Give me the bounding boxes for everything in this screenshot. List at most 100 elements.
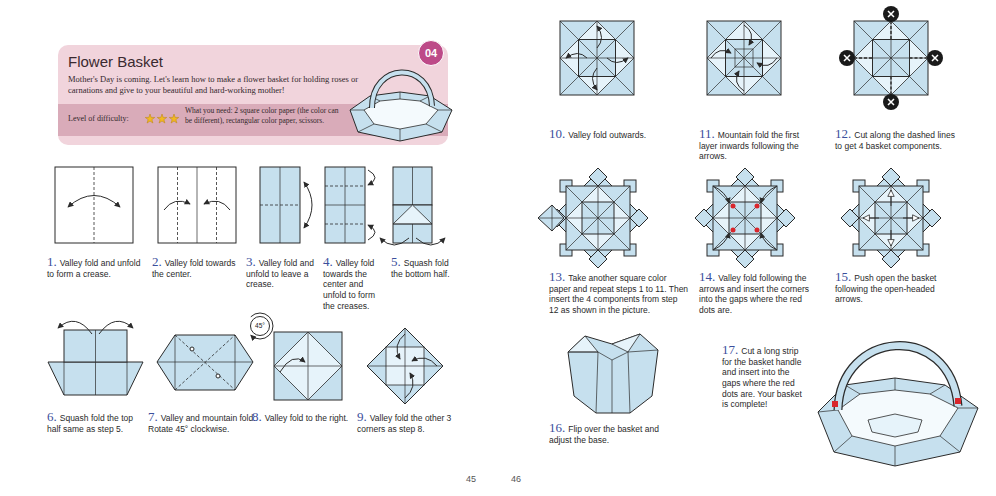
step-15-figure bbox=[903, 218, 919, 219]
step-12-figure bbox=[844, 55, 850, 61]
step-7-figure bbox=[175, 335, 235, 390]
step-number: 10. bbox=[549, 126, 565, 141]
step-caption: 17.Cut a long strip for the basket handl… bbox=[722, 343, 810, 410]
step-6-figure bbox=[48, 321, 143, 395]
step-text: Cut along the dashed lines to get 4 bask… bbox=[835, 130, 955, 151]
step-number: 7. bbox=[148, 409, 158, 424]
step-text: Valley fold and unfold to leave a crease… bbox=[246, 258, 314, 289]
step-caption: 9.Valley fold the other 3 corners as ste… bbox=[357, 410, 457, 434]
step-14-figure bbox=[755, 204, 760, 209]
step-5-figure bbox=[380, 167, 445, 245]
step-text: Valley fold the other 3 corners as step … bbox=[357, 413, 451, 434]
step-9-figure bbox=[405, 373, 413, 398]
step-5-figure bbox=[416, 238, 445, 245]
step-12-figure bbox=[883, 94, 899, 110]
basket-picture bbox=[372, 72, 432, 108]
step-17-figure bbox=[838, 390, 958, 446]
step-1-figure bbox=[94, 167, 95, 243]
step-3-figure bbox=[260, 205, 300, 206]
title-text: Flower Basket bbox=[68, 53, 368, 71]
step-8-figure bbox=[251, 313, 342, 400]
step-12-figure bbox=[888, 99, 894, 105]
step-13-figure bbox=[538, 168, 648, 268]
step-number: 5. bbox=[391, 254, 401, 269]
step-number: 17. bbox=[722, 342, 738, 357]
rotate-symbol: 45° bbox=[250, 316, 270, 336]
step-4-figure bbox=[325, 167, 375, 243]
step-17-figure bbox=[868, 414, 922, 437]
step-14-figure bbox=[713, 233, 729, 250]
step-number: 3. bbox=[246, 254, 256, 269]
step-11-figure bbox=[707, 21, 781, 95]
step-6-figure bbox=[64, 330, 127, 395]
step-number: 8. bbox=[252, 409, 262, 424]
step-9-figure bbox=[397, 334, 405, 359]
step-14-figure bbox=[695, 168, 795, 268]
step-14-figure bbox=[761, 186, 777, 203]
step-11-figure bbox=[736, 71, 744, 91]
step-5-figure bbox=[393, 167, 432, 205]
step-3-figure bbox=[260, 167, 312, 243]
step-7-figure bbox=[216, 374, 220, 378]
step-5-figure bbox=[393, 205, 432, 243]
step-8-figure bbox=[251, 313, 273, 339]
step-12-figure bbox=[888, 11, 894, 17]
basket-picture bbox=[350, 92, 452, 141]
page-number: 46 bbox=[511, 474, 521, 484]
step-15-figure bbox=[841, 168, 941, 268]
step-17-figure bbox=[955, 398, 961, 404]
step-16-figure bbox=[568, 336, 598, 352]
step-11-figure bbox=[707, 21, 781, 95]
basket-picture bbox=[372, 72, 432, 108]
step-11-figure bbox=[757, 58, 777, 66]
step-15-figure bbox=[891, 230, 892, 246]
step-16-figure bbox=[568, 334, 658, 413]
step-4-figure bbox=[368, 170, 375, 185]
step-12-figure bbox=[854, 21, 928, 95]
step-17-figure bbox=[838, 346, 958, 410]
step-7-figure bbox=[157, 335, 253, 390]
step-15-figure bbox=[891, 190, 892, 206]
step-12-figure bbox=[839, 50, 855, 66]
step-number: 2. bbox=[152, 254, 162, 269]
badge-circle: 04 bbox=[418, 40, 444, 66]
step-caption: 12.Cut along the dashed lines to get 4 b… bbox=[835, 127, 955, 151]
step-2-figure bbox=[158, 167, 236, 243]
step-1-figure bbox=[55, 167, 133, 243]
step-12-figure bbox=[839, 50, 855, 66]
step-9-figure bbox=[367, 328, 443, 404]
step-2-figure bbox=[164, 201, 190, 210]
step-number: 14. bbox=[699, 269, 715, 284]
step-12-figure bbox=[883, 6, 899, 22]
step-8-figure bbox=[274, 332, 342, 400]
basket-picture bbox=[364, 99, 438, 129]
step-text: Valley fold to the right. bbox=[265, 413, 348, 423]
step-caption: 7.Valley and mountain fold. Rotate 45° c… bbox=[148, 410, 256, 434]
step-10-figure bbox=[597, 26, 602, 48]
step-text: Valley fold and unfold to form a crease. bbox=[47, 258, 140, 279]
step-10-figure bbox=[560, 21, 634, 95]
step-2-figure bbox=[178, 167, 217, 243]
step-5-figure bbox=[412, 167, 413, 205]
step-7-figure bbox=[157, 335, 253, 390]
step-2-figure bbox=[204, 201, 230, 210]
step-9-figure bbox=[412, 358, 437, 366]
step-12-figure bbox=[839, 6, 943, 110]
step-14-figure bbox=[713, 186, 729, 203]
step-number: 13. bbox=[549, 269, 565, 284]
step-caption: 16.Flip over the basket and adjust the b… bbox=[549, 421, 679, 445]
step-number: 12. bbox=[835, 126, 851, 141]
badge-number: 04 bbox=[425, 48, 437, 59]
difficulty-stars bbox=[169, 114, 179, 123]
step-number: 1. bbox=[47, 254, 57, 269]
step-6-figure bbox=[58, 321, 92, 334]
step-caption: 1.Valley fold and unfold to form a creas… bbox=[47, 255, 147, 279]
step-number: 6. bbox=[47, 409, 57, 424]
step-3-figure bbox=[260, 167, 300, 243]
step-caption: 8.Valley fold to the right. bbox=[252, 410, 357, 424]
step-caption: 6.Squash fold the top half same as step … bbox=[47, 410, 147, 434]
step-text: Squash fold the top half same as step 5. bbox=[47, 413, 133, 434]
step-4-figure bbox=[368, 225, 375, 240]
difficulty-stars bbox=[145, 114, 155, 123]
page-number-box: 45 bbox=[466, 474, 490, 485]
